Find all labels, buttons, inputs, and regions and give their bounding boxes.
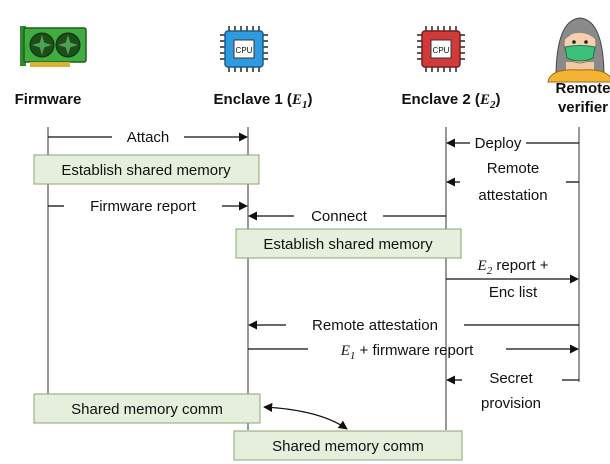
establish-shared-memory-box-enclave1: Establish shared memory <box>235 228 462 259</box>
svg-text:Secret: Secret <box>489 370 533 387</box>
message-attach: Attach <box>48 129 248 146</box>
svg-text:Shared memory comm: Shared memory comm <box>272 438 424 455</box>
svg-text:E1 + firmware report: E1 + firmware report <box>340 342 474 362</box>
actor-enclave2-label: Enclave 2 (E2) <box>402 91 501 111</box>
actor-verifier-label-line2: verifier <box>558 99 608 116</box>
shared-memory-comm-arrow <box>263 402 348 430</box>
message-e1-firmware-report: E1 + firmware report <box>248 342 579 362</box>
person-with-mask-icon <box>547 17 610 83</box>
svg-text:E2 report +: E2 report + <box>477 257 549 277</box>
svg-text:Remote attestation: Remote attestation <box>312 317 438 334</box>
svg-text:provision: provision <box>481 395 541 412</box>
gpu-card-icon <box>20 26 87 67</box>
message-remote-attestation-e2: Remote attestation <box>446 160 579 204</box>
actor-enclave1-label: Enclave 1 (E1) <box>214 91 313 111</box>
svg-text:attestation: attestation <box>478 187 547 204</box>
cpu-chip-blue-icon: CPU <box>220 26 268 72</box>
svg-text:Remote: Remote <box>487 160 540 177</box>
svg-text:Connect: Connect <box>311 208 368 225</box>
shared-memory-comm-box-enclave1: Shared memory comm <box>233 430 463 461</box>
svg-text:Establish shared memory: Establish shared memory <box>263 236 433 253</box>
svg-text:Firmware report: Firmware report <box>90 198 197 215</box>
cpu-chip-red-icon: CPU <box>417 26 465 72</box>
message-connect: Connect <box>248 208 446 225</box>
message-e2-report: E2 report + Enc list <box>446 257 579 301</box>
message-deploy: Deploy <box>446 135 579 152</box>
message-secret-provision: Secret provision <box>446 370 579 412</box>
svg-text:Enc list: Enc list <box>489 284 538 301</box>
message-remote-attestation-e1: Remote attestation <box>248 317 579 334</box>
svg-text:Attach: Attach <box>127 129 170 146</box>
actor-firmware-label: Firmware <box>15 91 82 108</box>
cpu-label: CPU <box>433 46 450 55</box>
message-firmware-report: Firmware report <box>48 198 248 215</box>
svg-text:Shared memory comm: Shared memory comm <box>71 401 223 418</box>
establish-shared-memory-box-firmware: Establish shared memory <box>33 154 260 185</box>
svg-text:Establish shared memory: Establish shared memory <box>61 162 231 179</box>
shared-memory-comm-box-firmware: Shared memory comm <box>33 393 261 424</box>
cpu-label: CPU <box>236 46 253 55</box>
svg-text:Deploy: Deploy <box>475 135 522 152</box>
actor-verifier-label-line1: Remote <box>555 80 610 97</box>
